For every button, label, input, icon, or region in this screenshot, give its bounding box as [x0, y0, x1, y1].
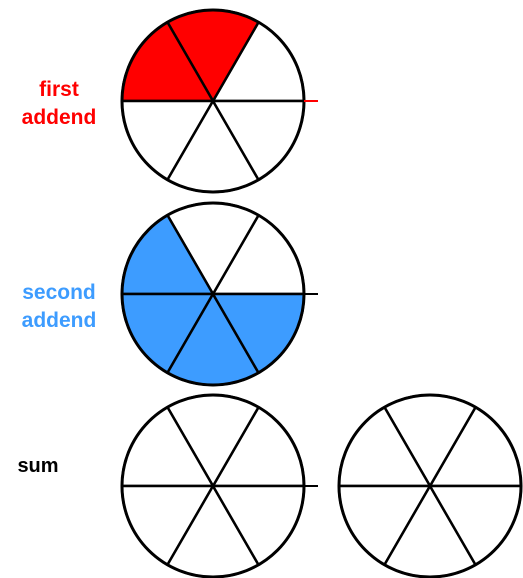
- first-addend-label-line2: addend: [21, 106, 97, 129]
- sum-label-text: sum: [17, 455, 59, 477]
- circle-outline-sum-2: [337, 393, 523, 578]
- sum-label: sum: [0, 452, 88, 480]
- first-addend-label-line1: first: [39, 78, 79, 101]
- fraction-circle-first-addend: [120, 8, 318, 194]
- fraction-circle-sum-2: [337, 393, 523, 578]
- fraction-circle-sum-1: [120, 393, 318, 578]
- first-addend-label: first addend: [4, 76, 114, 132]
- second-addend-label-line2: addend: [21, 309, 97, 332]
- second-addend-label-line1: second: [22, 281, 96, 304]
- second-addend-label: second addend: [4, 279, 114, 335]
- fraction-circle-second-addend: [120, 201, 318, 387]
